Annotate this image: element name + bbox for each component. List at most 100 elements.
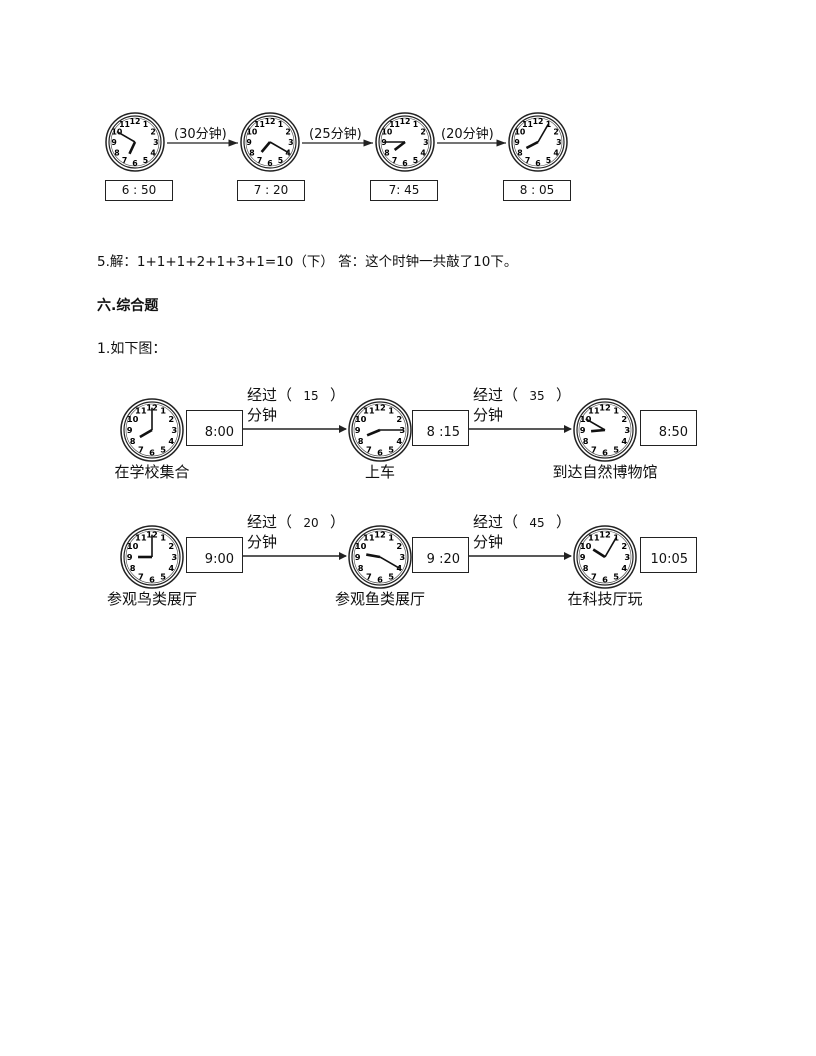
svg-text:7: 7 [138,571,144,581]
svg-text:1: 1 [388,533,394,543]
svg-text:12: 12 [599,403,611,413]
minute-hand [116,130,136,143]
interval-label: (25分钟) [309,127,362,142]
svg-text:4: 4 [396,563,402,573]
hour-hand [139,428,153,439]
svg-text:7: 7 [122,156,127,165]
elapsed-label: 经过（15）分钟 [247,386,345,425]
minute-hand [604,537,617,558]
svg-text:4: 4 [150,148,156,157]
svg-text:8: 8 [384,148,389,157]
svg-text:11: 11 [522,120,533,129]
svg-text:10: 10 [514,128,525,137]
hour-hand [590,428,606,433]
svg-text:4: 4 [420,148,426,157]
svg-text:6: 6 [377,447,383,457]
svg-text:11: 11 [588,533,600,543]
svg-text:9: 9 [127,552,133,562]
svg-text:3: 3 [288,138,293,147]
svg-text:1: 1 [160,533,166,543]
elapsed-prefix: 经过（ [247,386,293,404]
elapsed-label: 经过（35）分钟 [473,386,571,425]
svg-text:9: 9 [355,552,361,562]
svg-text:8: 8 [517,148,522,157]
svg-text:5: 5 [160,444,166,454]
svg-text:5: 5 [278,156,283,165]
svg-text:2: 2 [285,128,290,137]
svg-text:3: 3 [556,138,561,147]
svg-text:2: 2 [553,128,558,137]
elapsed-label: 经过（20）分钟 [247,513,345,552]
elapsed-unit: 分钟 [247,533,278,551]
svg-text:4: 4 [621,563,627,573]
svg-text:11: 11 [135,406,147,416]
stop-label: 在学校集合 [114,463,190,481]
svg-text:6: 6 [149,447,155,457]
svg-text:10: 10 [246,128,257,137]
svg-text:3: 3 [399,425,405,435]
svg-text:12: 12 [130,117,141,126]
svg-text:12: 12 [533,117,544,126]
svg-text:12: 12 [374,530,386,540]
stop-label: 到达自然博物馆 [552,463,658,481]
svg-text:8: 8 [114,148,119,157]
svg-text:5: 5 [613,571,619,581]
svg-text:11: 11 [363,406,375,416]
svg-text:2: 2 [621,541,627,551]
svg-text:4: 4 [553,148,559,157]
time-box: 9:00 [186,537,243,573]
svg-text:12: 12 [374,403,386,413]
elapsed-suffix: ） [556,386,572,404]
question-1-label: 1.如下图： [97,341,167,357]
svg-text:6: 6 [602,447,608,457]
svg-text:6: 6 [132,159,137,168]
elapsed-value: 35 [529,389,545,403]
svg-text:2: 2 [396,414,402,424]
svg-text:5: 5 [388,571,394,581]
svg-text:1: 1 [388,406,394,416]
svg-text:3: 3 [399,552,405,562]
elapsed-value: 20 [303,516,319,530]
svg-text:6: 6 [602,574,608,584]
svg-text:4: 4 [396,436,402,446]
hour-hand [128,141,137,155]
svg-text:7: 7 [591,571,597,581]
svg-text:3: 3 [153,138,158,147]
section-title: 六.综合题 [97,298,159,314]
elapsed-suffix: ） [330,386,346,404]
svg-text:11: 11 [135,533,147,543]
interval-label: (20分钟) [441,127,494,142]
svg-text:2: 2 [168,541,174,551]
elapsed-value: 45 [529,516,545,530]
elapsed-suffix: ） [330,513,346,531]
svg-text:5: 5 [388,444,394,454]
svg-text:7: 7 [138,444,144,454]
stop-label: 上车 [364,463,396,481]
hour-hand [592,548,606,559]
hour-hand [393,140,406,151]
svg-text:9: 9 [246,138,251,147]
svg-text:3: 3 [624,552,630,562]
elapsed-prefix: 经过（ [473,513,519,531]
elapsed-value: 15 [303,389,319,403]
svg-text:7: 7 [525,156,530,165]
svg-text:6: 6 [377,574,383,584]
svg-text:8: 8 [583,563,589,573]
svg-text:7: 7 [366,444,372,454]
svg-text:2: 2 [150,128,155,137]
time-box: 8:50 [640,410,697,446]
svg-text:8: 8 [249,148,254,157]
svg-text:11: 11 [119,120,130,129]
arrow [243,425,347,433]
time-box: 7: 45 [370,180,438,201]
svg-text:9: 9 [580,425,586,435]
stop-label: 参观鸟类展厅 [106,590,198,608]
svg-text:5: 5 [413,156,418,165]
svg-text:4: 4 [168,436,174,446]
